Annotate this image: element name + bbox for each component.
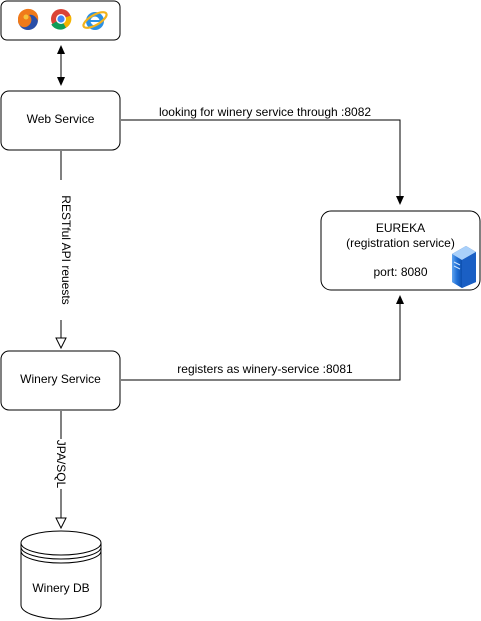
eureka-title: EUREKA (375, 221, 426, 235)
eureka-port: port: 8080 (373, 265, 428, 279)
winery-db-cylinder (20, 530, 102, 620)
server-icon (452, 246, 476, 288)
web-to-winery-label: RESTful API reuests (59, 180, 73, 320)
internet-explorer-icon (82, 11, 108, 30)
winery-to-eureka-connector (121, 295, 404, 381)
eureka-box (320, 210, 481, 291)
winery-db-label: Winery DB (32, 581, 90, 595)
web-service-label: Web Service (26, 112, 95, 126)
firefox-icon (18, 8, 39, 30)
web-to-eureka-connector (121, 119, 404, 205)
winery-to-db-label: JPA/SQL (54, 439, 68, 489)
eureka-subtitle: (registration service) (346, 236, 455, 250)
browsers-box (0, 0, 121, 41)
winery-to-eureka-label: registers as winery-service :8081 (160, 362, 370, 376)
web-service-box (0, 90, 121, 151)
web-to-eureka-label: looking for winery service through :8082 (140, 105, 390, 119)
winery-service-box (0, 350, 121, 411)
winery-service-label: Winery Service (20, 372, 101, 386)
chrome-icon (51, 9, 72, 30)
